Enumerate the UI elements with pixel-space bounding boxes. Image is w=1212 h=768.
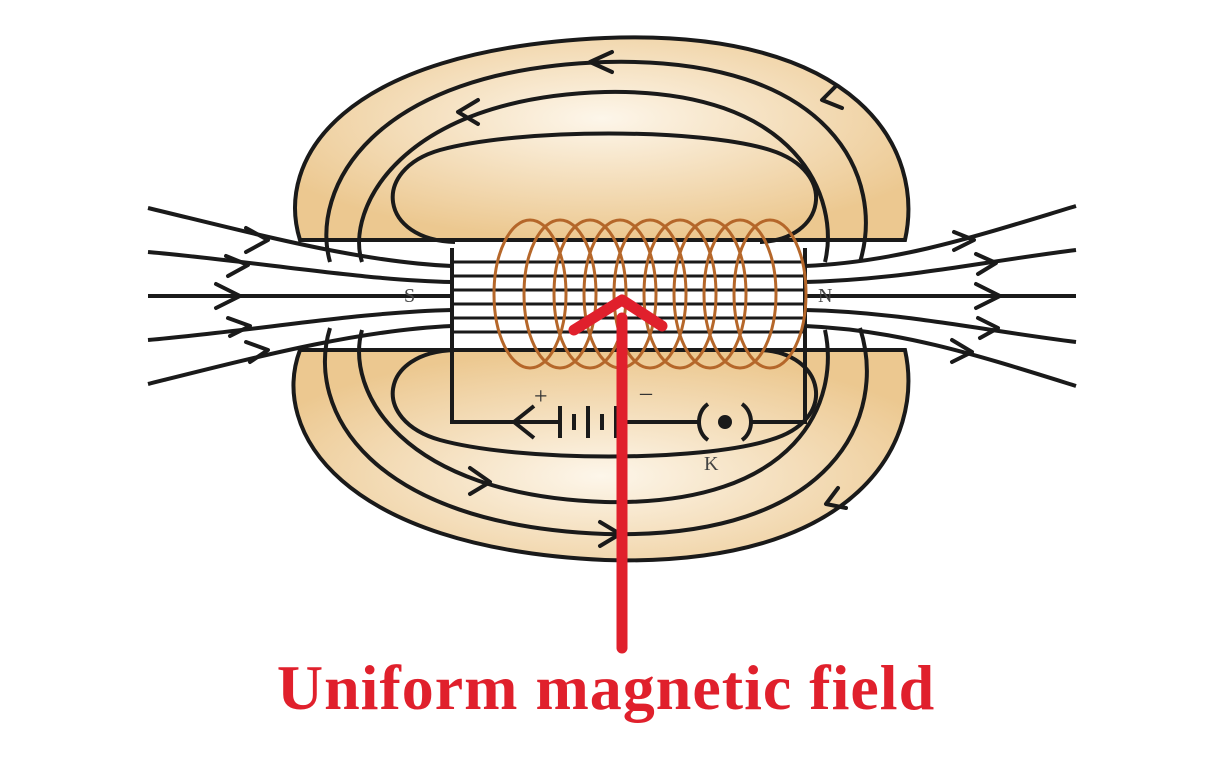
left-field-lines: [147, 206, 453, 386]
coil-turn: [702, 218, 778, 370]
north-pole-label: N: [818, 285, 832, 307]
upper-field-loop-4: [390, 131, 819, 244]
lower-field-loop-3: [357, 329, 830, 505]
coil-turn: [672, 218, 748, 370]
upper-field-loops: [324, 59, 868, 263]
solenoid-coil: [492, 218, 808, 370]
coil-turn: [522, 218, 598, 370]
coil-turn: [492, 218, 568, 370]
lower-field-loop-2: [322, 327, 869, 537]
lower-field-loop-4: [390, 348, 819, 459]
arrowhead-icon: [214, 50, 1002, 548]
lower-field-loops: [322, 327, 869, 537]
internal-field-lines: [452, 260, 805, 334]
coil-turn: [642, 218, 718, 370]
coil-turn: [552, 218, 628, 370]
battery-icon: [510, 404, 642, 440]
upper-field-loop-3: [357, 89, 830, 263]
right-field-lines: [804, 204, 1077, 388]
coil-turn: [612, 218, 688, 370]
key-switch-icon: [697, 402, 753, 442]
diagram-caption: Uniform magnetic field: [276, 652, 936, 723]
battery-plus-label: +: [534, 384, 548, 410]
upper-field-region: [293, 35, 911, 242]
coil-turn: [732, 218, 808, 370]
south-pole-label: S: [404, 285, 415, 307]
battery-minus-label: –: [639, 380, 653, 406]
upper-field-loop-2: [324, 59, 868, 263]
pointer-arrow: [568, 294, 668, 654]
key-label: K: [704, 453, 719, 475]
